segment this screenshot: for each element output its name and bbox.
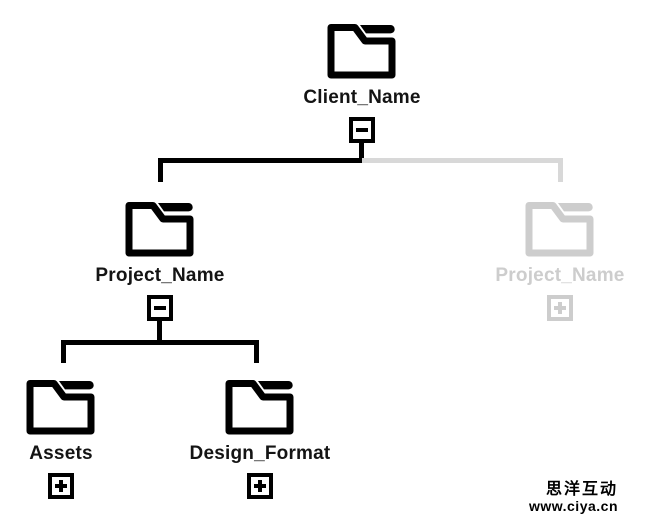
folder-icon bbox=[327, 24, 396, 79]
connector-drop-project-active bbox=[158, 158, 163, 182]
expand-toggle[interactable] bbox=[48, 473, 74, 499]
folder-label: Project_Name bbox=[495, 265, 625, 286]
plus-icon bbox=[59, 480, 63, 492]
plus-icon bbox=[558, 302, 562, 314]
collapse-toggle[interactable] bbox=[349, 117, 375, 143]
folder-icon bbox=[125, 202, 194, 257]
connector-drop-design-format bbox=[254, 340, 259, 363]
expand-toggle[interactable] bbox=[247, 473, 273, 499]
folder-label: Project_Name bbox=[95, 265, 225, 286]
watermark-url-text: www.ciya.cn bbox=[528, 498, 618, 514]
connector-drop-assets bbox=[61, 340, 66, 363]
folder-icon bbox=[26, 380, 95, 435]
watermark-brand-text: 思洋互动 bbox=[545, 481, 618, 498]
collapse-toggle[interactable] bbox=[147, 295, 173, 321]
connector-branch2 bbox=[61, 340, 259, 345]
tree-node-assets: Assets bbox=[0, 380, 171, 499]
folder-label: Assets bbox=[29, 443, 93, 464]
connector-drop-project-inactive bbox=[558, 158, 563, 182]
tree-node-project-inactive: Project_Name bbox=[450, 202, 650, 321]
tree-node-design-format: Design_Format bbox=[150, 380, 370, 499]
folder-icon bbox=[525, 202, 594, 257]
connector-branch1-right bbox=[362, 158, 563, 163]
watermark: 思洋互动 www.ciya.cn bbox=[529, 481, 618, 514]
folder-label: Design_Format bbox=[189, 443, 331, 464]
connector-branch1-left bbox=[158, 158, 362, 163]
minus-icon bbox=[154, 306, 166, 310]
plus-icon bbox=[258, 480, 262, 492]
folder-icon bbox=[225, 380, 294, 435]
tree-node-project-active: Project_Name bbox=[50, 202, 270, 321]
connector-project-stem bbox=[157, 320, 162, 345]
tree-node-client: Client_Name bbox=[252, 24, 472, 143]
minus-icon bbox=[356, 128, 368, 132]
connector-client-stem bbox=[359, 141, 364, 163]
folder-label: Client_Name bbox=[303, 87, 421, 108]
expand-toggle[interactable] bbox=[547, 295, 573, 321]
